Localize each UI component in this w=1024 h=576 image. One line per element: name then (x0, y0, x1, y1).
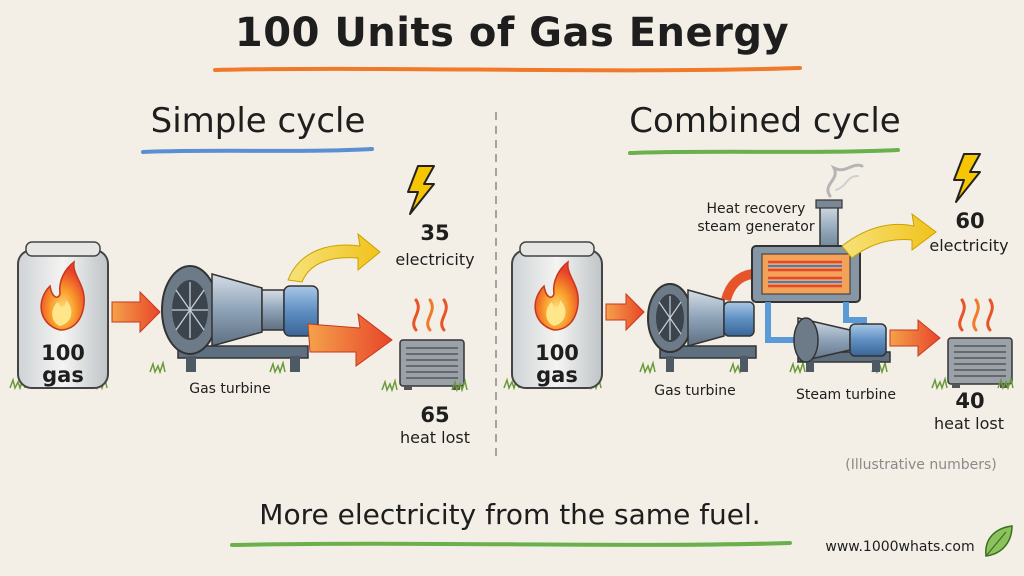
simple-tank-unit: gas (42, 363, 84, 387)
combined-heat-label: heat lost (934, 414, 1004, 433)
site-url: www.1000whats.com (825, 539, 975, 555)
combined-arrow-to-heat (889, 318, 941, 358)
page-title: 100 Units of Gas Energy (234, 10, 790, 56)
hrsg-unit (721, 163, 867, 343)
simple-heat-value: 65 (420, 403, 450, 427)
simple-lightning-icon (407, 165, 435, 215)
simple-heat-waves-icon (412, 298, 448, 332)
leaf-icon (985, 525, 1013, 557)
simple-turbine-label: Gas turbine (189, 381, 271, 397)
steam-turbine (789, 317, 891, 373)
hrsg-label-line2: steam generator (697, 219, 815, 235)
footer-underline (230, 541, 792, 547)
simple-tank-value: 100 (41, 341, 85, 365)
combined-tank-unit: gas (536, 363, 578, 387)
hrsg-label-line1: Heat recovery (706, 201, 806, 217)
title-underline (213, 66, 802, 73)
simple-electricity-label: electricity (395, 250, 475, 269)
simple-arrow-to-heat (307, 312, 393, 367)
simple-gas-turbine (149, 265, 319, 373)
combined-electricity-label: electricity (929, 236, 1009, 255)
footer-tagline: More electricity from the same fuel. (259, 498, 761, 531)
simple-cycle-heading: Simple cycle (150, 101, 366, 141)
simple-arrow-gas-to-turbine (111, 290, 161, 334)
simple-gas-tank (9, 241, 109, 389)
combined-heat-exhaust-unit (931, 337, 1014, 389)
combined-gas-turbine-label: Gas turbine (654, 383, 736, 399)
combined-gas-tank (503, 241, 603, 389)
combined-electricity-value: 60 (955, 209, 985, 233)
combined-heat-waves-icon (958, 298, 994, 332)
combined-arrow-gas-to-turbine (605, 292, 645, 332)
steam-turbine-label: Steam turbine (795, 387, 897, 403)
simple-arrow-to-electricity (287, 232, 381, 283)
combined-lightning-icon (953, 153, 981, 203)
simple-heading-underline (141, 147, 374, 154)
simple-heat-exhaust-unit (381, 339, 468, 391)
illustrative-note: (Illustrative numbers) (845, 457, 997, 473)
combined-gas-turbine (639, 283, 757, 373)
combined-heat-value: 40 (955, 389, 985, 413)
simple-heat-label: heat lost (400, 428, 470, 447)
simple-electricity-value: 35 (420, 221, 450, 245)
combined-heading-underline (628, 148, 900, 155)
combined-cycle-heading: Combined cycle (629, 101, 901, 141)
combined-arrow-to-electricity (841, 212, 937, 259)
combined-tank-value: 100 (535, 341, 579, 365)
